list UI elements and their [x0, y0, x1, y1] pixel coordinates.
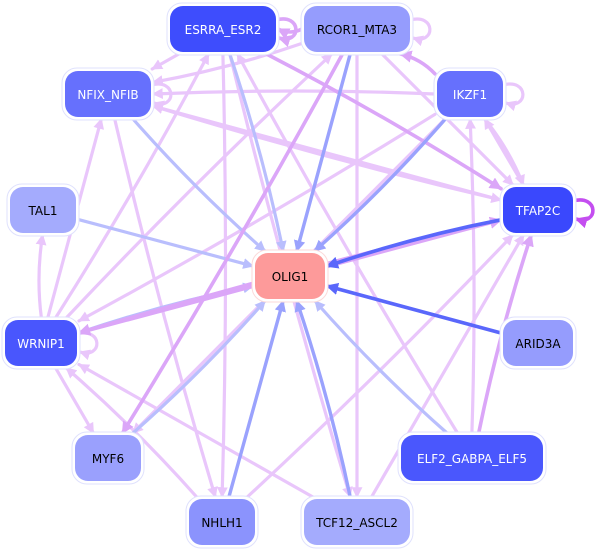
edge-ikzf1-to-rcor1_mta3	[398, 50, 437, 76]
edge-wrnip1-to-rcor1_mta3	[64, 52, 334, 320]
node-box[interactable]	[304, 499, 410, 545]
node-label: TAL1	[28, 204, 58, 218]
node-box[interactable]	[65, 71, 151, 117]
node-label: RCOR1_MTA3	[317, 23, 397, 37]
edge-ikzf1-to-ikzf1	[501, 82, 525, 112]
edge-esrra_esr2-to-olig1	[228, 52, 287, 253]
node-label: TCF12_ASCL2	[315, 516, 398, 530]
node-nfix-nfib[interactable]: NFIX_NFIB	[61, 67, 155, 121]
edge-tfap2c-to-tfap2c	[571, 198, 595, 229]
node-label: MYF6	[92, 452, 124, 466]
edge-ikzf1-to-wrnip1	[77, 112, 437, 323]
node-box[interactable]	[189, 499, 255, 545]
node-box[interactable]	[437, 71, 503, 117]
edge-wrnip1-to-tal1	[35, 233, 47, 320]
node-box[interactable]	[255, 253, 325, 299]
edge-wrnip1-to-myf6	[54, 366, 95, 435]
edge-elf2_gabpa_elf5-to-esrra_esr2	[235, 52, 460, 435]
edge-tcf12_ascl2-to-tfap2c	[369, 233, 526, 499]
node-tfap2c[interactable]: TFAP2C	[499, 183, 577, 237]
node-myf6[interactable]: MYF6	[71, 431, 145, 485]
edge-tal1-to-olig1	[76, 217, 255, 269]
node-elf2-gabpa-elf5[interactable]: ELF2_GABPA_ELF5	[397, 431, 547, 485]
node-label: WRNIP1	[17, 337, 65, 351]
edge-arid3a-to-olig1	[325, 282, 503, 335]
node-box[interactable]	[401, 435, 543, 481]
edge-rcor1_mta3-to-rcor1_mta3	[408, 17, 432, 47]
edge-ikzf1-to-olig1	[313, 117, 447, 253]
node-label: ELF2_GABPA_ELF5	[417, 452, 527, 466]
edge-esrra_esr2-to-tfap2c	[264, 52, 503, 191]
node-box[interactable]	[503, 320, 573, 366]
node-label: ESRRA_ESR2	[185, 23, 262, 37]
edge-nfix_nfib-to-tfap2c	[151, 104, 503, 204]
edge-nhlh1-to-olig1	[227, 299, 286, 499]
node-label: ARID3A	[515, 337, 561, 351]
edge-esrra_esr2-to-nhlh1	[216, 52, 228, 499]
node-label: NHLH1	[201, 516, 242, 530]
node-box[interactable]	[5, 320, 77, 366]
edge-tcf12_ascl2-to-olig1	[294, 299, 352, 499]
node-label: OLIG1	[272, 270, 309, 284]
edge-rcor1_mta3-to-nfix_nfib	[151, 41, 304, 86]
edge-myf6-to-olig1	[131, 299, 267, 435]
node-label: TFAP2C	[515, 204, 561, 218]
node-box[interactable]	[10, 187, 76, 233]
edge-rcor1_mta3-to-esrra_esr2	[276, 27, 304, 40]
node-box[interactable]	[304, 6, 410, 52]
node-box[interactable]	[170, 6, 276, 52]
node-arid3a[interactable]: ARID3A	[499, 316, 577, 370]
node-ikzf1[interactable]: IKZF1	[433, 67, 507, 121]
node-tcf12-ascl2[interactable]: TCF12_ASCL2	[300, 495, 414, 549]
edge-rcor1_mta3-to-myf6	[120, 52, 345, 435]
edge-elf2_gabpa_elf5-to-olig1	[313, 299, 449, 435]
edges-layer	[35, 17, 595, 499]
edge-tfap2c-to-ikzf1	[483, 117, 525, 187]
edge-nfix_nfib-to-olig1	[131, 117, 267, 253]
edge-nhlh1-to-tfap2c	[245, 233, 515, 499]
node-wrnip1[interactable]: WRNIP1	[1, 316, 81, 370]
edge-esrra_esr2-to-nfix_nfib	[150, 52, 181, 71]
edge-rcor1_mta3-to-olig1	[293, 52, 352, 253]
node-tal1[interactable]: TAL1	[6, 183, 80, 237]
node-box[interactable]	[75, 435, 141, 481]
node-esrra-esr2[interactable]: ESRRA_ESR2	[166, 2, 280, 56]
node-box[interactable]	[503, 187, 573, 233]
edge-wrnip1-to-esrra_esr2	[53, 52, 211, 320]
node-label: IKZF1	[453, 88, 487, 102]
node-olig1[interactable]: OLIG1	[251, 249, 329, 303]
node-rcor1-mta3[interactable]: RCOR1_MTA3	[300, 2, 414, 56]
node-label: NFIX_NFIB	[77, 88, 138, 102]
node-nhlh1[interactable]: NHLH1	[185, 495, 259, 549]
edge-tfap2c-to-olig1	[325, 218, 503, 269]
